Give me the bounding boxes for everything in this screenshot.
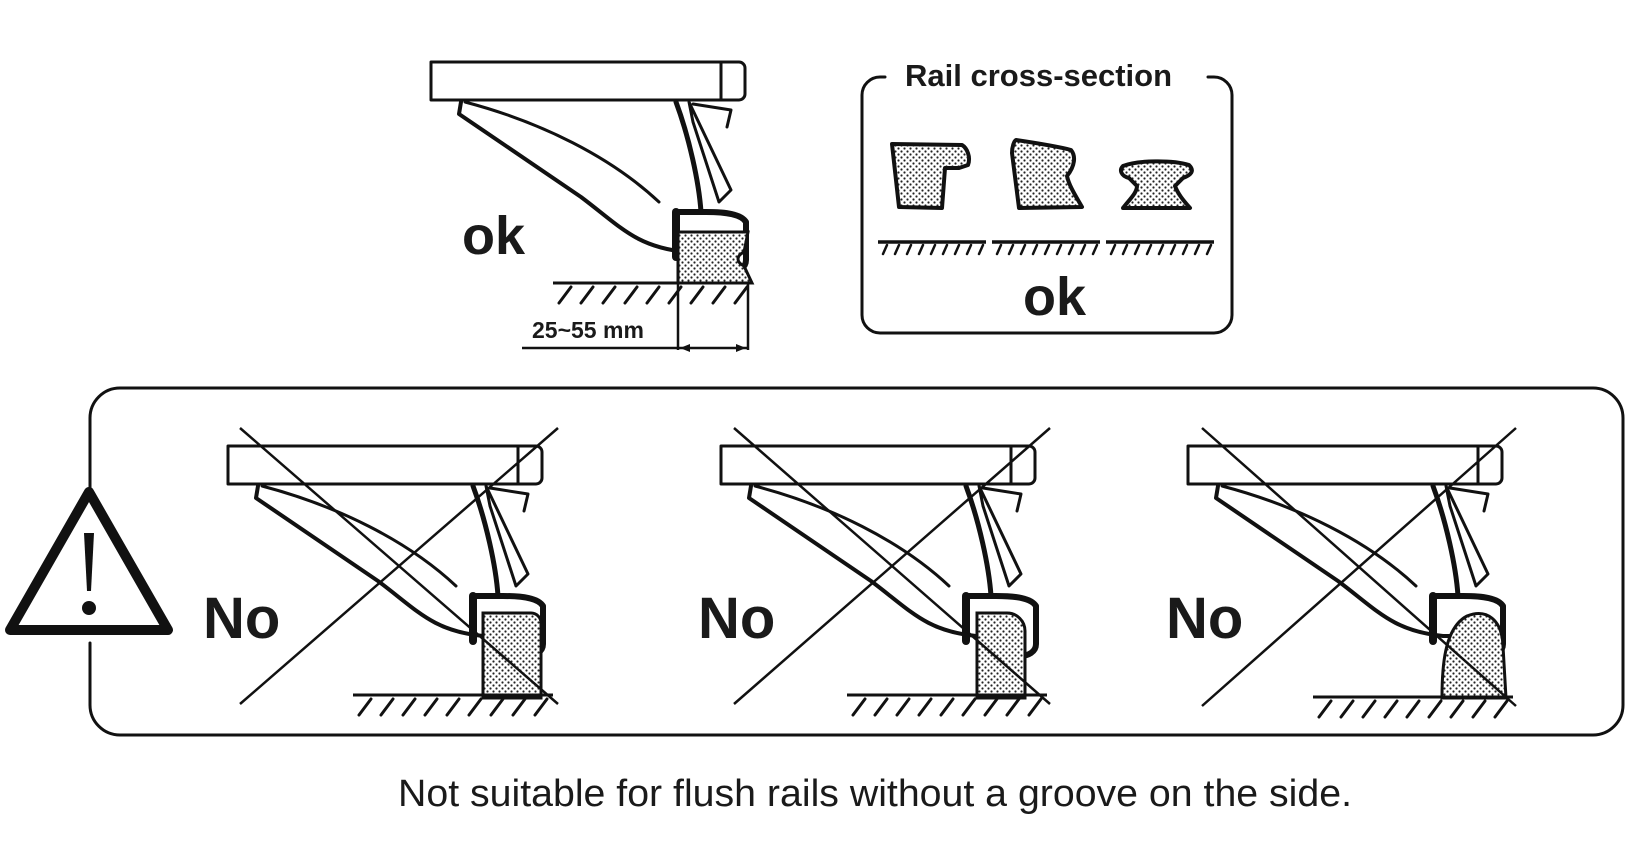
caption-text: Not suitable for flush rails without a g…	[398, 773, 1352, 815]
panel-border	[860, 75, 1234, 335]
rail-ground-hatch-3	[1104, 240, 1216, 256]
rail-shape-grooved-sloped	[1010, 138, 1084, 210]
grooved-rail-profile	[676, 230, 755, 285]
dimension-arrow-left	[680, 344, 690, 352]
rail-ground-hatch-1	[876, 240, 988, 256]
dimension-label: 25~55 mm	[532, 317, 644, 343]
rail-cross-section-panel: Rail cross-section ok	[860, 58, 1234, 335]
not-allowed-example-2: No	[698, 427, 1051, 717]
rounded-top-rail	[481, 611, 543, 700]
ok-label: ok	[462, 206, 526, 266]
rail-cross-section-title: Rail cross-section	[905, 58, 1172, 93]
rounded-top-rail	[975, 611, 1027, 700]
not-allowed-example-3: No	[1166, 427, 1517, 719]
not-allowed-panel: No No No	[5, 386, 1625, 737]
cross-out-line	[1201, 427, 1517, 707]
dimension-arrow-right	[736, 344, 746, 352]
not-allowed-example-1: No	[203, 427, 559, 717]
panel-border	[88, 386, 1625, 737]
rail-shape-double-groove	[1119, 159, 1194, 210]
warning-triangle-icon	[5, 487, 173, 635]
rail-ground-hatch-2	[990, 240, 1102, 256]
rail-ok-label: ok	[1023, 267, 1087, 327]
rail-shape-grooved-rectangular	[890, 142, 972, 210]
ok-mounting-example: ok 25~55 mm	[431, 62, 755, 352]
cross-out-line	[239, 427, 559, 705]
no-label: No	[1166, 586, 1243, 651]
no-label: No	[698, 586, 775, 651]
cross-out-line	[733, 427, 1051, 705]
ground-hatch	[551, 281, 755, 305]
no-label: No	[203, 586, 280, 651]
dome-rail	[1440, 612, 1508, 700]
